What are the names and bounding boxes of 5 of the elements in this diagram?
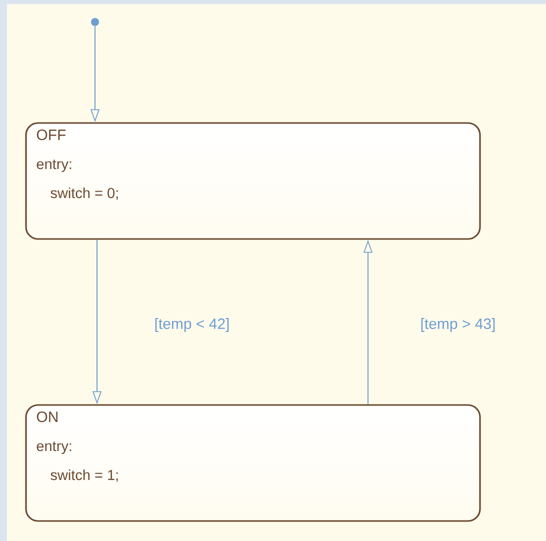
state-box: ON entry: switch = 1; [25,404,481,522]
edge-label: [temp > 43] [419,317,497,333]
edge-label: [temp < 42] [153,317,231,333]
initial-dot [91,18,99,26]
state-box: OFF entry: switch = 0; [25,122,481,240]
